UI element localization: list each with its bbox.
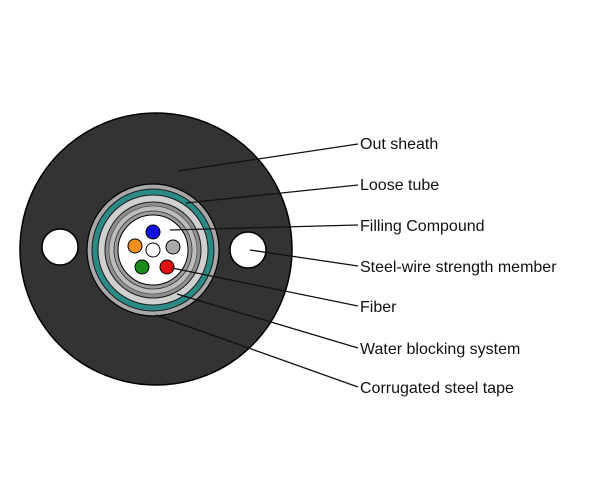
- fiber-gray: [165, 239, 181, 255]
- steel-wire-strength-member-left: [41, 228, 79, 266]
- fiber-orange: [127, 238, 143, 254]
- label-fiber: Fiber: [360, 299, 397, 316]
- fiber-green: [134, 259, 150, 275]
- label-corrugated-steel-tape: Corrugated steel tape: [360, 380, 514, 397]
- leader-filling-compound: [169, 224, 359, 231]
- leader-loose-tube: [185, 184, 359, 204]
- leader-fiber: [171, 267, 359, 307]
- label-steel-wire-strength-member: Steel-wire strength member: [360, 259, 557, 276]
- steel-wire-strength-member-right: [229, 231, 267, 269]
- label-out-sheath: Out sheath: [360, 136, 438, 153]
- fiber-white-center: [145, 242, 161, 258]
- leader-steel-wire: [249, 249, 359, 267]
- label-water-blocking-system: Water blocking system: [360, 341, 520, 358]
- fiber-blue: [145, 224, 161, 240]
- label-filling-compound: Filling Compound: [360, 218, 485, 235]
- label-loose-tube: Loose tube: [360, 177, 439, 194]
- leader-corrugated-tape: [155, 314, 359, 388]
- leader-water-blocking: [176, 293, 359, 349]
- leader-out-sheath: [177, 143, 359, 172]
- fiber-red: [159, 259, 175, 275]
